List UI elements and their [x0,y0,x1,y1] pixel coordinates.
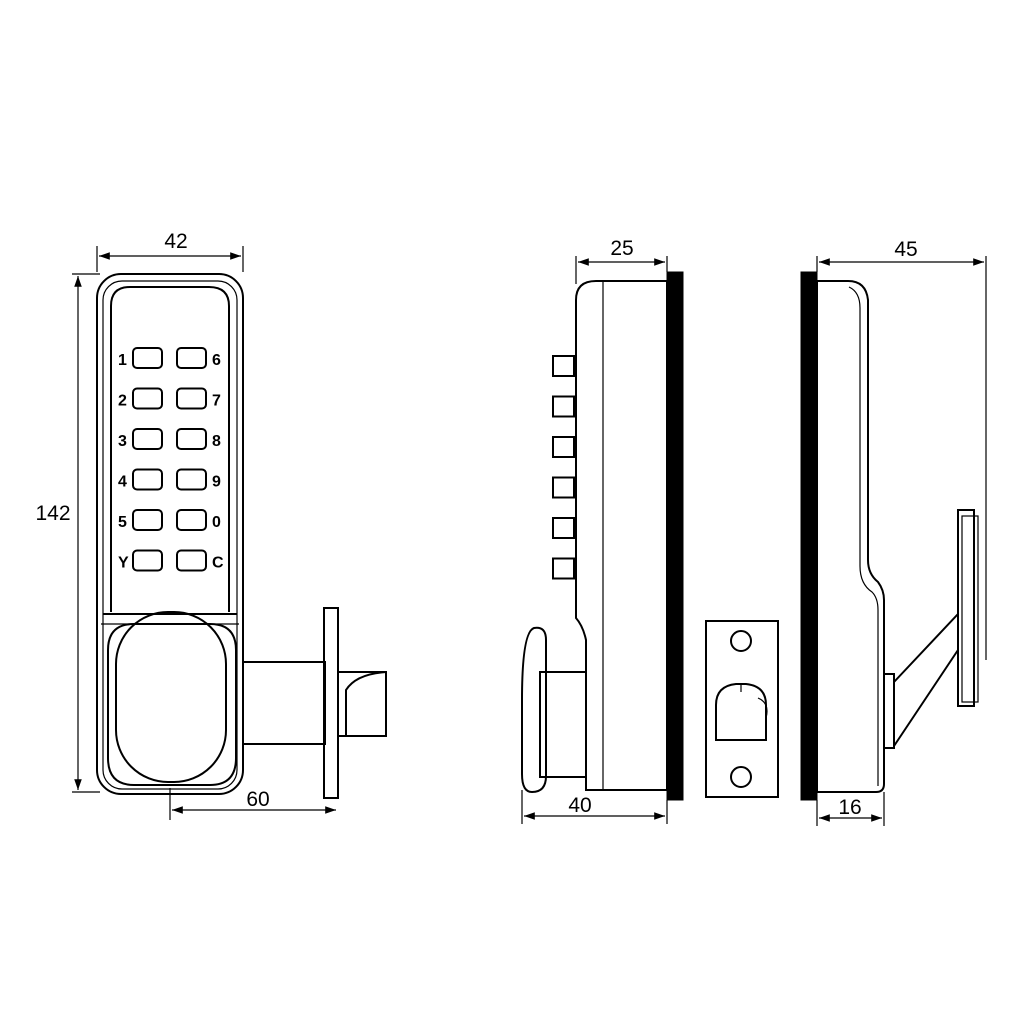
keypad-button-6 [176,347,207,369]
keypad-panel [110,286,230,612]
keypad-button-8 [176,428,207,450]
side-body [575,280,668,791]
strike-plate-body [705,620,779,798]
keypad-label-6: 6 [212,352,221,369]
latch-bolt-base [337,671,387,737]
strike-plate [705,620,779,798]
keypad-right-column: 6 7 8 9 0C [176,347,224,572]
latch-tube [242,661,326,745]
keypad-button-7 [176,387,207,410]
side-key-buttons [552,355,575,580]
side-key-tab [552,476,575,499]
side-key-tab [552,355,575,377]
keypad-button-y [132,549,163,572]
keypad-button-1 [132,347,163,369]
keypad-label-9: 9 [212,474,221,491]
keypad-label-0: 0 [212,514,221,531]
rear-body [816,280,885,793]
keypad-button-5 [132,509,163,531]
keypad-label-c: C [212,555,224,572]
knob-inner [115,611,227,783]
keypad-button-3 [132,428,163,450]
rear-mounting-plate [800,271,818,801]
keypad-button-2 [132,387,163,410]
side-view: 25 40 [521,237,684,824]
keypad-button-0 [176,509,207,531]
rear-view: 45 16 [800,238,987,826]
keypad-left-column: 1 2 3 4 5Y [118,347,163,572]
dim-side-body-depth: 25 [610,237,633,260]
side-key-tab [552,517,575,539]
side-knob [521,626,547,794]
latch-bolt-bevel [345,671,387,736]
side-key-tab [552,557,575,580]
dim-rear-body-depth: 16 [838,796,861,819]
knob-outer [107,623,237,786]
strike-latch-opening [715,683,767,741]
keypad-label-1: 1 [118,352,127,369]
keypad-button-9 [176,468,207,491]
rear-lever-grip [957,509,975,707]
strike-screw-hole-bottom [730,766,752,788]
side-knob-shaft [539,671,587,778]
rear-lever-hub [883,673,895,749]
keypad-button-4 [132,468,163,491]
side-key-tab [552,436,575,458]
front-view: 1 2 3 4 5Y 6 7 8 9 0C 42 142 60 [35,230,387,820]
keypad-label-5: 5 [118,514,127,531]
keypad-label-4: 4 [118,474,127,491]
keypad-label-7: 7 [212,393,221,410]
dim-front-height: 142 [35,502,70,525]
keypad-label-y: Y [118,555,129,572]
latch-faceplate [323,607,339,799]
dim-front-backset: 60 [246,788,269,811]
keypad-label-3: 3 [118,433,127,450]
strike-screw-hole-top [730,630,752,652]
side-key-tab [552,395,575,418]
keypad-button-c [176,549,207,572]
dim-side-total-depth: 40 [568,794,591,817]
side-mounting-plate [666,271,684,801]
dim-rear-handle-reach: 45 [894,238,917,261]
dim-front-width: 42 [164,230,187,253]
keypad-label-2: 2 [118,393,127,410]
keypad-label-8: 8 [212,433,221,450]
rear-lever-arm [893,611,959,747]
